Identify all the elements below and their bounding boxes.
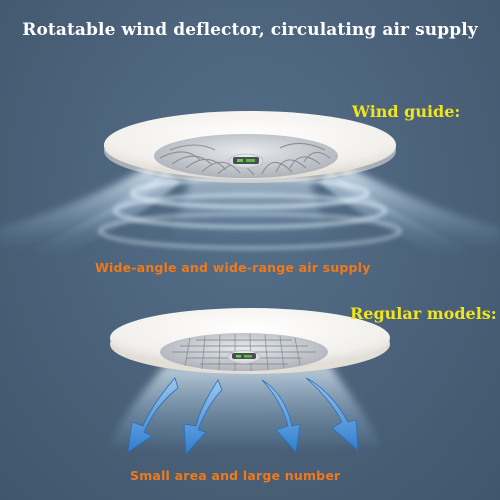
wind-guide-caption: Wide-angle and wide-range air supply — [95, 260, 371, 275]
regular-model-fan-light — [110, 308, 390, 374]
airflow-arrows — [127, 377, 359, 455]
airflow-arrow-icon — [261, 379, 301, 453]
wind-guide-fan-light — [104, 111, 396, 183]
regular-models-caption: Small area and large number — [130, 468, 341, 483]
airflow-arrow-icon — [305, 377, 359, 451]
wind-guide-airflow — [0, 165, 500, 258]
airflow-arrow-icon — [183, 379, 223, 455]
airflow-arrow-icon — [127, 377, 179, 453]
regular-models-label: Regular models: — [350, 304, 497, 323]
headline: Rotatable wind deflector, circulating ai… — [22, 20, 478, 40]
wind-guide-label: Wind guide: — [352, 102, 461, 121]
